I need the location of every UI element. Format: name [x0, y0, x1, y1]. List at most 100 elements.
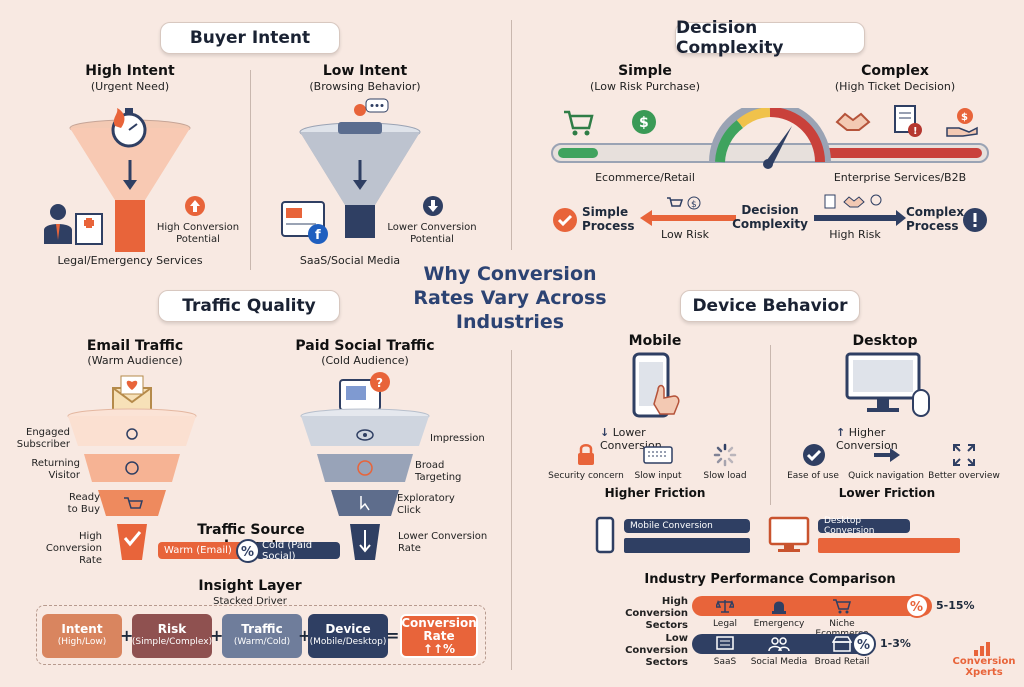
- email-funnel: [67, 408, 197, 560]
- email-envelope-icon: [112, 375, 152, 413]
- complex-subtitle: (High Ticket Decision): [834, 80, 956, 93]
- mobile-small-icon: [595, 516, 615, 554]
- warm-email-bar: Warm (Email): [158, 542, 244, 559]
- device-driver: Device(Mobile/Desktop): [308, 614, 388, 658]
- scales-icon: [716, 599, 734, 613]
- desktop-title: Desktop: [852, 333, 918, 349]
- ease-of-use-label: Ease of use: [787, 471, 839, 481]
- saas-sector-label: SaaS: [713, 657, 737, 667]
- stopwatch-icon: [111, 108, 147, 148]
- enterprise-b2b-label: Enterprise Services/B2B: [833, 171, 967, 184]
- cart-dollar-icon: $: [667, 196, 701, 210]
- up-arrow-icon: ↑: [836, 426, 846, 439]
- high-conversion-rate-label: High Conversion Rate: [45, 531, 102, 566]
- svg-text:%: %: [910, 600, 923, 615]
- lower-conversion-rate-label: Lower Conversion Rate: [398, 531, 488, 554]
- svg-text:%: %: [241, 545, 254, 560]
- email-traffic-subtitle: (Warm Audience): [87, 354, 183, 367]
- low-intent-title: Low Intent: [322, 63, 408, 79]
- device-divider: [770, 345, 771, 505]
- svg-text:%: %: [857, 638, 870, 653]
- desktop-conversion-bar: Desktop Conversion: [818, 516, 910, 536]
- low-risk-arrow: [640, 210, 736, 226]
- keyboard-icon: [643, 446, 673, 464]
- impression-label: Impression: [430, 433, 485, 444]
- better-overview-label: Better overview: [928, 471, 1000, 481]
- engaged-subscriber-label: Engaged Subscriber: [16, 427, 70, 450]
- insight-layer-title: Insight Layer: [198, 578, 302, 594]
- bar-chart-logo-icon: [974, 642, 990, 656]
- simple-process-label: Simple Process: [582, 205, 635, 233]
- plus-sign: +: [210, 626, 224, 645]
- percent-icon: %: [236, 539, 260, 563]
- paid-social-funnel: [300, 408, 430, 560]
- exploratory-click-label: Exploratory Click: [397, 493, 455, 516]
- saas-social-label: SaaS/Social Media: [299, 254, 401, 267]
- complex-process-label: Complex Process: [906, 205, 965, 233]
- ready-to-buy-label: Ready to Buy: [67, 492, 100, 515]
- svg-text:$: $: [961, 112, 968, 123]
- desktop-small-icon: [768, 516, 810, 552]
- up-arrow-icon: [185, 196, 205, 216]
- mobile-phone-icon: [632, 352, 680, 418]
- svg-text:!: !: [913, 126, 918, 137]
- legal-emergency-label: Legal/Emergency Services: [57, 254, 203, 267]
- emergency-sector-label: Emergency: [753, 619, 805, 629]
- broad-retail-sector-label: Broad Retail: [814, 657, 870, 667]
- legal-sector-label: Legal: [712, 619, 738, 629]
- ease-of-use-icon: [803, 444, 825, 466]
- svg-text:$: $: [639, 115, 649, 131]
- plus-sign: +: [120, 626, 134, 645]
- low-intent-funnel: [299, 104, 421, 238]
- store-icon: [832, 636, 852, 652]
- high-sectors-range: 5-15%: [936, 599, 975, 612]
- svg-text:?: ?: [376, 376, 383, 390]
- mobile-conversion-bar: Mobile Conversion: [624, 519, 750, 533]
- mobile-conversion-fill: [624, 538, 750, 553]
- returning-visitor-label: Returning Visitor: [31, 458, 80, 481]
- svg-text:$: $: [691, 200, 697, 210]
- decision-complexity-header: Decision Complexity: [675, 18, 865, 58]
- low-risk-label: Low Risk: [661, 228, 709, 241]
- alert-icon: [963, 208, 987, 232]
- shopping-cart-icon: [564, 110, 594, 136]
- insight-container: [36, 605, 486, 665]
- checkmark-icon: [553, 208, 577, 232]
- stacked-driver-label: Stacked Driver: [213, 596, 287, 607]
- high-conversion-potential: High Conversion Potential: [156, 222, 240, 245]
- buyer-intent-header: Buyer Intent: [160, 22, 340, 54]
- doc-handshake-money-icon: [824, 194, 882, 209]
- lock-icon: [578, 444, 594, 465]
- cold-paid-social-bar: Cold (Paid Social): [256, 540, 340, 562]
- cart-icon: [833, 599, 851, 614]
- center-divider-lower: [511, 350, 512, 670]
- security-concern-label: Security concern: [548, 471, 624, 481]
- broad-targeting-label: Broad Targeting: [415, 460, 462, 483]
- low-sectors-range: 1-3%: [880, 637, 911, 650]
- down-arrow-icon: [423, 196, 443, 216]
- social-post-icon: ?: [339, 372, 390, 411]
- device-behavior-header: Device Behavior: [680, 290, 860, 322]
- lawyer-hospital-icon: [44, 204, 103, 245]
- risk-driver: Risk(Simple/Complex): [132, 614, 212, 658]
- social-media-icon: f: [281, 201, 328, 244]
- ecommerce-retail-label: Ecommerce/Retail: [595, 171, 695, 184]
- dollar-coin-icon: $: [632, 110, 656, 134]
- lower-friction-label: Lower Friction: [838, 486, 936, 500]
- siren-icon: [772, 601, 786, 614]
- conversion-rate-result: Conversion Rate↑↑%: [400, 614, 478, 658]
- lower-conversion-potential: Lower Conversion Potential: [387, 222, 477, 245]
- percent-badge-icon: %: [852, 632, 876, 656]
- simple-title: Simple: [618, 63, 672, 79]
- high-intent-funnel: [69, 119, 191, 252]
- equals-sign: =: [386, 626, 400, 645]
- mobile-title: Mobile: [628, 333, 682, 349]
- higher-friction-label: Higher Friction: [604, 486, 706, 500]
- paid-social-subtitle: (Cold Audience): [321, 354, 409, 367]
- low-intent-subtitle: (Browsing Behavior): [309, 80, 421, 93]
- slow-input-label: Slow input: [634, 471, 682, 481]
- high-risk-arrow: [814, 210, 906, 226]
- chat-bubble-icon: [365, 98, 389, 113]
- svg-text:f: f: [315, 228, 321, 243]
- people-icon: [768, 637, 790, 652]
